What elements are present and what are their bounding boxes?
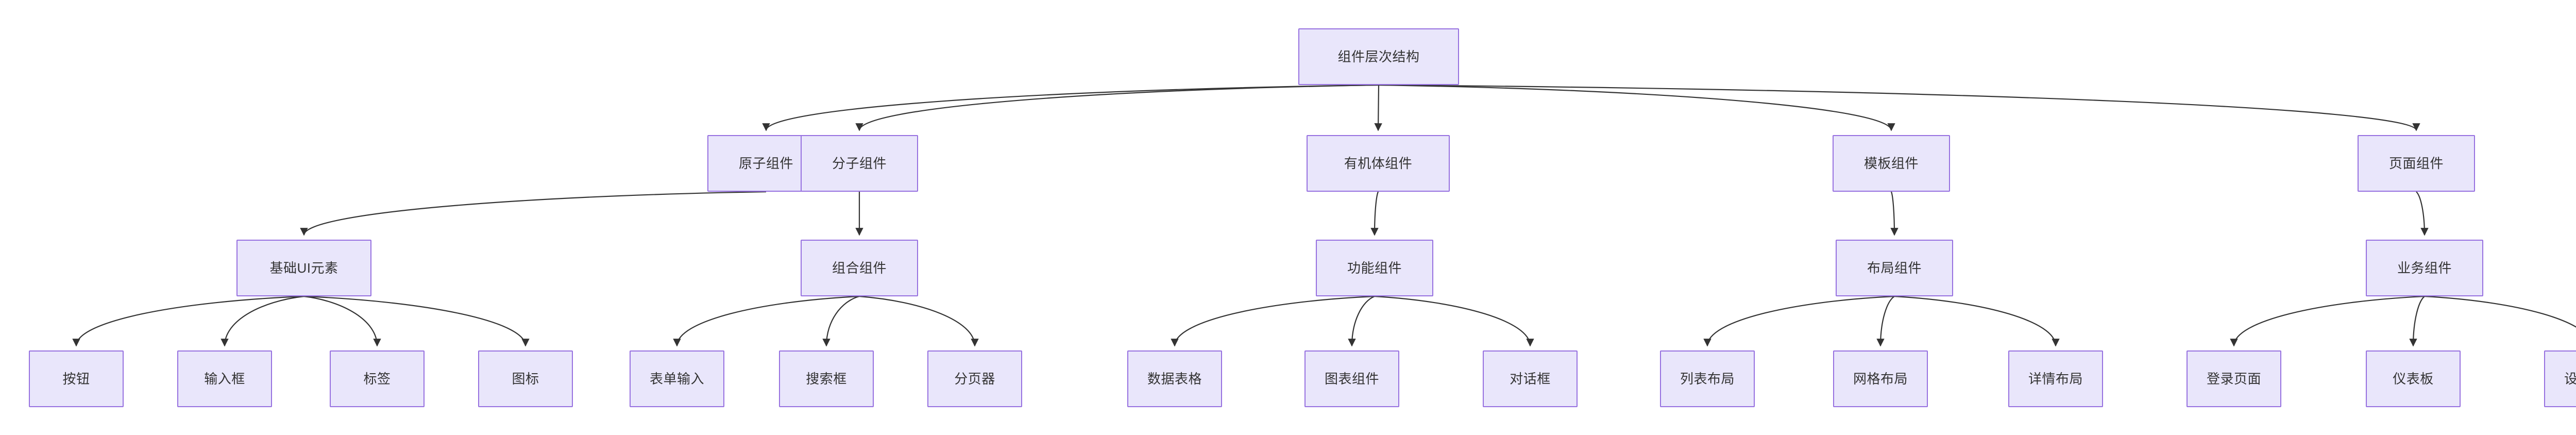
flow-edge-layout-to-gridlay [1876,296,1895,347]
flow-node-label: 分页器 [954,371,995,387]
flow-edge-func-to-table [1171,295,1375,347]
flow-node-organism[interactable]: 有机体组件 [1307,135,1450,192]
flow-node-detaillay[interactable]: 详情布局 [2008,350,2103,407]
flow-node-label: 数据表格 [1147,371,1202,387]
flow-edge-func-to-dialog [1374,295,1534,347]
flow-node-forminput[interactable]: 表单输入 [630,350,724,407]
flow-node-label: 设置页面 [2564,371,2576,387]
flow-edge-func-to-chart [1348,295,1375,347]
flow-node-label: 表单输入 [649,371,704,387]
flow-edge-layout-to-detaillay [1894,295,2060,347]
flow-node-label: 对话框 [1510,371,1551,387]
flow-node-dialog[interactable]: 对话框 [1483,350,1578,407]
flow-node-label: 按钮 [62,371,90,387]
flow-edge-composite-to-pager [859,295,979,347]
flow-node-label: 布局组件 [1867,260,1922,276]
flow-edge-business-to-login [2230,295,2425,347]
flow-node-page[interactable]: 页面组件 [2358,135,2475,192]
flow-node-label: 输入框 [204,371,245,387]
edge-paths [72,84,2576,347]
flow-edge-root-to-organism [1374,85,1382,131]
flow-edge-basicui-to-btn [72,295,304,347]
flow-node-label: 组件层次结构 [1337,49,1420,64]
flow-node-label: 组合组件 [832,260,887,276]
flow-edge-organism-to-func [1370,191,1379,236]
flow-node-table[interactable]: 数据表格 [1127,350,1222,407]
flow-node-label: 分子组件 [832,156,887,171]
flow-node-icon[interactable]: 图标 [478,350,573,407]
flow-node-label: 列表布局 [1680,371,1735,387]
flow-edge-root-to-page [1378,84,2420,131]
flow-node-basicui[interactable]: 基础UI元素 [236,240,371,296]
flow-edge-root-to-template [1378,84,1895,131]
flow-node-label: 图标 [512,371,539,387]
flow-node-login[interactable]: 登录页面 [2187,350,2281,407]
flow-node-settings[interactable]: 设置页面 [2544,350,2576,407]
flow-node-label: 详情布局 [2028,371,2083,387]
flow-node-searchbox[interactable]: 搜索框 [779,350,874,407]
flow-node-label: 标签 [363,371,391,387]
flow-node-template[interactable]: 模板组件 [1833,135,1950,192]
flow-node-label: 页面组件 [2388,156,2444,171]
flow-node-label: 仪表板 [2393,371,2434,387]
flow-node-label[interactable]: 标签 [330,350,425,407]
flow-node-input[interactable]: 输入框 [177,350,272,407]
flow-edge-composite-to-searchbox [822,295,860,347]
flow-node-label: 图表组件 [1324,371,1379,387]
flow-node-label: 功能组件 [1347,260,1402,276]
flow-node-label: 模板组件 [1863,156,1919,171]
flow-edge-template-to-layout [1890,191,1899,236]
flow-node-label: 搜索框 [806,371,847,387]
flow-node-gridlay[interactable]: 网格布局 [1833,350,1928,407]
flow-edge-layout-to-listlay [1703,295,1895,347]
flow-edge-basicui-to-label [303,295,381,347]
flow-edge-root-to-molecule [855,84,1379,131]
flow-node-label: 基础UI元素 [269,260,338,276]
flow-node-func[interactable]: 功能组件 [1316,240,1433,296]
flow-node-molecule[interactable]: 分子组件 [801,135,918,192]
flow-node-root[interactable]: 组件层次结构 [1298,28,1459,85]
flow-edge-page-to-business [2416,191,2429,236]
flow-edge-business-to-settings [2424,295,2576,328]
flow-node-pager[interactable]: 分页器 [927,350,1022,407]
flow-node-label: 有机体组件 [1344,156,1413,171]
flow-edge-business-to-dash [2409,296,2425,347]
flow-node-listlay[interactable]: 列表布局 [1660,350,1755,407]
flow-edge-composite-to-forminput [673,295,860,347]
flow-edge-root-to-atom [762,84,1379,131]
flow-node-business[interactable]: 业务组件 [2366,240,2483,296]
flow-node-label: 登录页面 [2206,371,2261,387]
flow-edge-basicui-to-input [221,295,304,347]
flow-node-label: 原子组件 [738,156,793,171]
flow-edge-atom-to-basicui [300,191,767,236]
flow-node-dash[interactable]: 仪表板 [2366,350,2461,407]
flow-node-label: 业务组件 [2397,260,2452,276]
flow-node-label: 网格布局 [1853,371,1908,387]
flow-node-btn[interactable]: 按钮 [29,350,124,407]
flow-node-layout[interactable]: 布局组件 [1836,240,1953,296]
flow-node-composite[interactable]: 组合组件 [801,240,918,296]
flow-edge-basicui-to-icon [303,295,530,347]
flow-node-chart[interactable]: 图表组件 [1304,350,1399,407]
